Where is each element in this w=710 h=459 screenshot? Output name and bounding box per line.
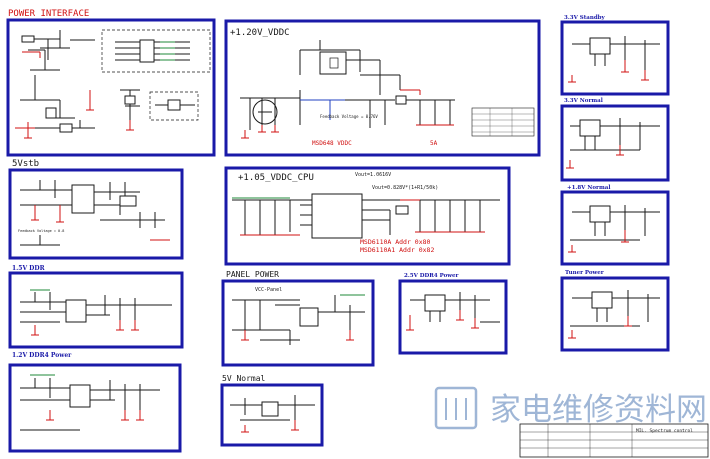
standby-33-title: 3.3V Standby [564,15,606,21]
ddr-15-block [8,271,184,349]
title-block: MIL. Spectrum control [519,423,709,458]
normal-33-title: 3.3V Normal [564,98,603,104]
tuner-power-title: Tuner Power [565,270,604,276]
vstb-5-block [8,168,184,260]
watermark: 家电维修资料网 [434,386,707,430]
vstb-5-title: 5Vstb [12,159,39,169]
power-interface-circuit [15,29,211,139]
ddr4-25-title: 2.5V DDR4 Power [404,273,458,279]
power-interface-title: POWER INTERFACE [8,9,89,19]
vcc-panel-label: VCC-Panel [255,287,282,293]
ddr4-25-block [398,279,508,355]
vddc-cpu-title: +1.05_VDDC_CPU [238,173,314,183]
tuner-power-circuit [568,290,660,339]
panel-power-title: PANEL POWER [226,270,279,279]
vddc-cpu-block [224,166,511,266]
ddr4-12-title: 1.2V DDR4 Power [12,352,72,359]
ddr-15-title: 1.5V DDR [12,265,46,272]
normal-5v-circuit [230,395,315,433]
standby-33-block [560,20,670,96]
vddc-120-block [224,19,541,157]
normal-18-circuit [568,205,660,253]
power-interface-block [6,18,216,157]
vout-formula-label: Vout=0.828V*(1+R1/50k) [372,185,438,191]
watermark-text: 家电维修资料网 [490,392,707,428]
ddr-15-circuit [20,289,172,336]
panel-power-block [221,279,375,367]
tuner-power-block [560,276,670,352]
title-block-label: MIL. Spectrum control [636,428,693,434]
vout-cpu-label: Vout=1.0616V [355,172,391,178]
normal-33-circuit [566,118,660,169]
normal-18-title: +1.8V Normal [567,185,610,191]
addr-1-label: MSD6110A Addr 0x80 [360,238,431,246]
vddc-120-circuit: Feedback Voltage = 0.76V MSD648 VDDC 5A [240,40,535,147]
normal-5v-title: 5V Normal [222,374,266,383]
vddc-cpu-circuit: Vout=1.0616V Vout=0.828V*(1+R1/50k) MSD6… [232,172,500,254]
vddc-chip-label: MSD648 VDDC [312,140,352,147]
panel-power-circuit: VCC-Panel [232,287,365,345]
book-icon [434,386,478,430]
normal-33-block [560,104,670,182]
vstb-5-circuit: Feedback Voltage = 0.8 [18,180,170,246]
vddc-120-title: +1.20V_VDDC [230,28,290,38]
normal-5v-block [220,383,324,447]
normal-18-block [560,190,670,266]
ddr4-25-circuit [406,292,500,331]
addr-2-label: MSD6110A1 Addr 0x82 [360,246,434,254]
svg-text:Feedback Voltage = 0.76V: Feedback Voltage = 0.76V [320,114,378,119]
standby-33-circuit [568,36,660,83]
vddc-current-label: 5A [430,140,438,147]
ddr4-12-circuit [20,374,160,431]
svg-text:Feedback Voltage = 0.8: Feedback Voltage = 0.8 [18,229,64,233]
ddr4-12-block [8,363,182,453]
